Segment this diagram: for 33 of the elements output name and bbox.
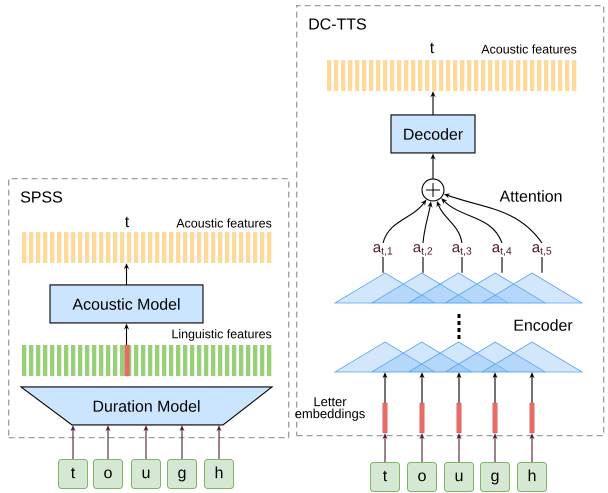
embedding-stripe	[456, 402, 462, 434]
letter-box: t	[58, 458, 88, 489]
letter-box: t	[370, 462, 400, 492]
letter-box: g	[480, 462, 510, 492]
panel-title: SPSS	[20, 191, 62, 203]
section-label: Attention	[500, 190, 562, 202]
model-box: Decoder	[390, 114, 476, 154]
weight-label: a$_{t,1}$	[373, 244, 392, 256]
model-box: Acoustic Model	[49, 284, 204, 324]
embedding-stripe	[530, 402, 534, 434]
time-step-label: t	[430, 42, 434, 54]
annotation-text: Letter embeddings	[295, 397, 365, 421]
weight-label: a$_{t,5}$	[532, 244, 552, 256]
embedding-stripe	[382, 402, 388, 434]
weight-label: a$_{t,3}$	[452, 244, 472, 256]
letter-box: u	[444, 462, 474, 492]
embedding-stripe	[420, 402, 424, 434]
feature-label: Linguistic features	[172, 329, 272, 341]
letter-box: g	[167, 458, 197, 489]
letter-box: o	[93, 458, 123, 489]
letter-box: h	[204, 458, 234, 489]
time-step-label: t	[125, 216, 130, 228]
sum-circle	[421, 178, 445, 202]
letter-box: u	[131, 458, 161, 489]
weight-label: a$_{t,4}$	[492, 244, 512, 256]
weight-label: a$_{t,2}$	[413, 244, 432, 256]
letter-box: h	[517, 462, 547, 492]
letter-box: o	[407, 462, 437, 492]
panel-title: DC-TTS	[310, 18, 366, 30]
feature-label: Acoustic features	[176, 218, 272, 228]
feature-label: Acoustic features	[481, 44, 576, 54]
embedding-stripe	[492, 402, 498, 434]
section-label: Encoder	[514, 319, 572, 331]
